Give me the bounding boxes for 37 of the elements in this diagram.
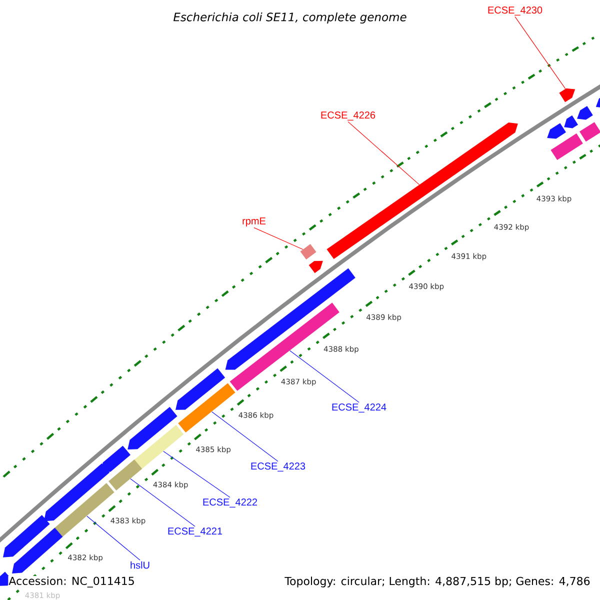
gene-label: ECSE_4221: [168, 528, 222, 536]
gene-block: [3, 515, 50, 558]
gene-label: ECSE_4224: [332, 404, 386, 412]
leader-line: [290, 350, 360, 403]
leader-line: [86, 516, 140, 560]
leader-line: [212, 411, 278, 462]
gene-block: [12, 528, 63, 574]
leader-line: [254, 227, 304, 250]
gene-bar: [580, 122, 600, 142]
gene-block: [128, 406, 178, 450]
gene-bar: [108, 460, 142, 490]
gene-block: [564, 115, 578, 128]
gene-label: ECSE_4230: [488, 6, 542, 16]
gene-block: [44, 463, 110, 522]
leader-line: [348, 121, 420, 185]
leader-line: [130, 478, 196, 527]
gene-bar: [178, 383, 236, 432]
gene-block: [308, 260, 323, 274]
gene-block: [100, 446, 130, 472]
gene-block: [326, 122, 518, 259]
gene-label: ECSE_4223: [251, 462, 306, 472]
gene-block: [559, 88, 576, 102]
gene-label: ECSE_4226: [321, 112, 376, 120]
gene-label: rpmE: [242, 218, 266, 226]
gene-label: ECSE_4222: [203, 498, 258, 508]
gene-block: [176, 368, 226, 410]
gene-bar: [132, 424, 184, 470]
gene-label: hslU: [130, 561, 150, 569]
leader-line: [514, 16, 566, 90]
summary-text: Topology: circular; Length: 4,887,515 bp; Genes: 4,786: [284, 576, 590, 588]
gene-block: [577, 106, 593, 120]
gene-bar: [550, 133, 583, 160]
accession-text: Accession: NC_011415: [8, 576, 136, 588]
leader-line: [163, 450, 230, 498]
gene-block: [547, 123, 566, 139]
title: Escherichia coli SE11, complete genome: [174, 12, 406, 24]
gene-box: [300, 244, 316, 260]
